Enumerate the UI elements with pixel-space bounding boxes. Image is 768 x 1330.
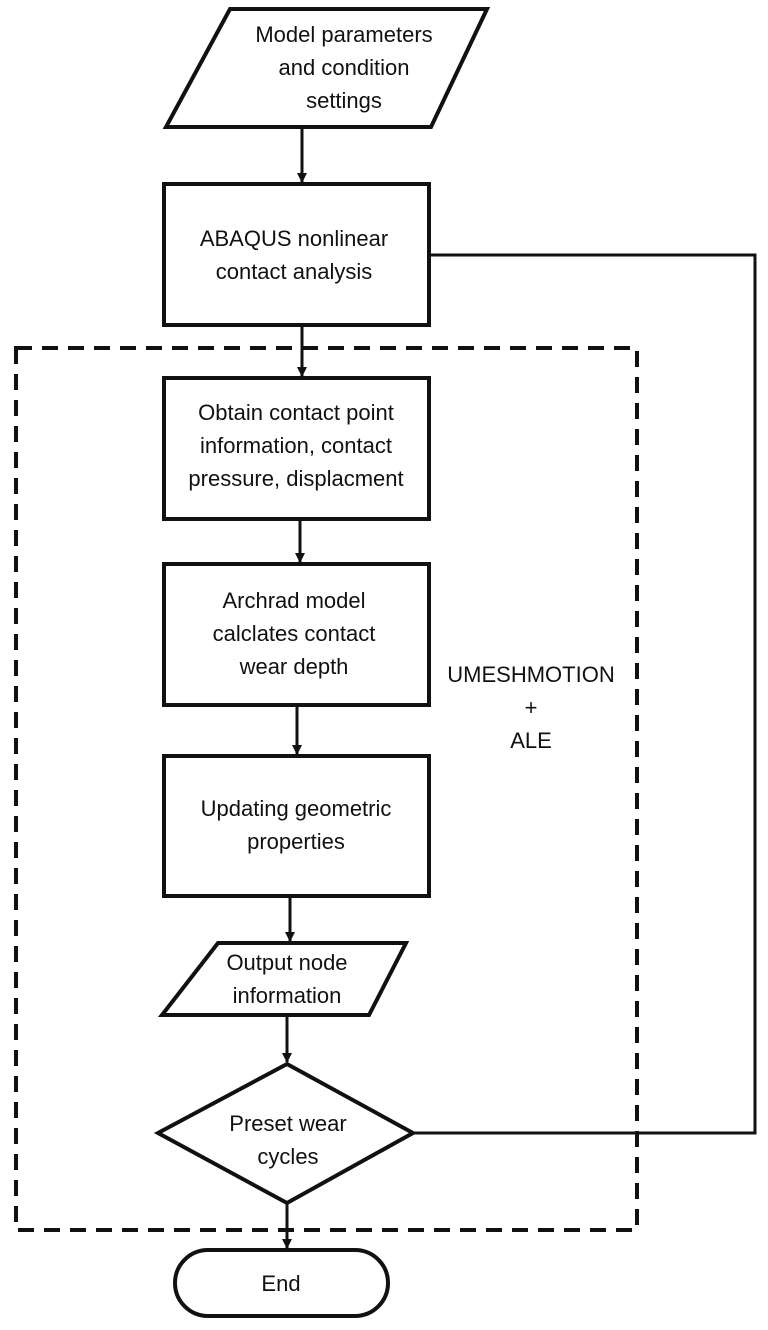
params-line-1: Model parameters [255, 22, 433, 47]
params-parallelogram [162, 7, 491, 129]
update-box [162, 754, 431, 898]
end-line-1: End [261, 1271, 301, 1296]
output-label: Output node information [226, 946, 347, 1012]
archrad-line-1: Archrad model [222, 588, 366, 613]
params-line-3: settings [306, 88, 382, 113]
end-terminator [173, 1248, 390, 1318]
params-label: Model parameters and condition settings [255, 18, 432, 117]
archrad-line-3: wear depth [239, 654, 349, 679]
update-label: Updating geometric properties [201, 792, 392, 858]
output-parallelogram [157, 941, 410, 1017]
obtain-line-1: Obtain contact point [198, 400, 394, 425]
obtain-line-2: information, contact [200, 433, 392, 458]
obtain-box [162, 376, 431, 521]
region-line-2: + [524, 695, 538, 720]
abaqus-line-1: ABAQUS nonlinear [199, 226, 389, 251]
region-line-1: UMESHMOTION [447, 662, 615, 687]
archrad-label: Archrad model calclates contact wear dep… [213, 584, 376, 683]
region-label: UMESHMOTION + ALE [447, 658, 614, 757]
abaqus-line-2: contact analysis [215, 259, 373, 284]
preset-label: Preset wear cycles [229, 1107, 346, 1173]
preset-line-2: cycles [257, 1144, 319, 1169]
preset-line-1: Preset wear [229, 1111, 347, 1136]
archrad-box [162, 562, 431, 707]
obtain-line-3: pressure, displacment [188, 466, 404, 491]
update-line-2: properties [247, 829, 345, 854]
archrad-line-2: calclates contact [212, 621, 376, 646]
output-line-2: information [232, 983, 342, 1008]
end-label: End [261, 1267, 300, 1300]
update-line-1: Updating geometric [200, 796, 392, 821]
region-line-3: ALE [510, 728, 552, 753]
params-line-2: and condition [278, 55, 410, 80]
abaqus-label: ABAQUS nonlinear contact analysis [200, 222, 388, 288]
loop-line-preset-to-abaqus [413, 253, 757, 1135]
output-line-1: Output node [226, 950, 348, 975]
obtain-label: Obtain contact point information, contac… [188, 396, 403, 495]
